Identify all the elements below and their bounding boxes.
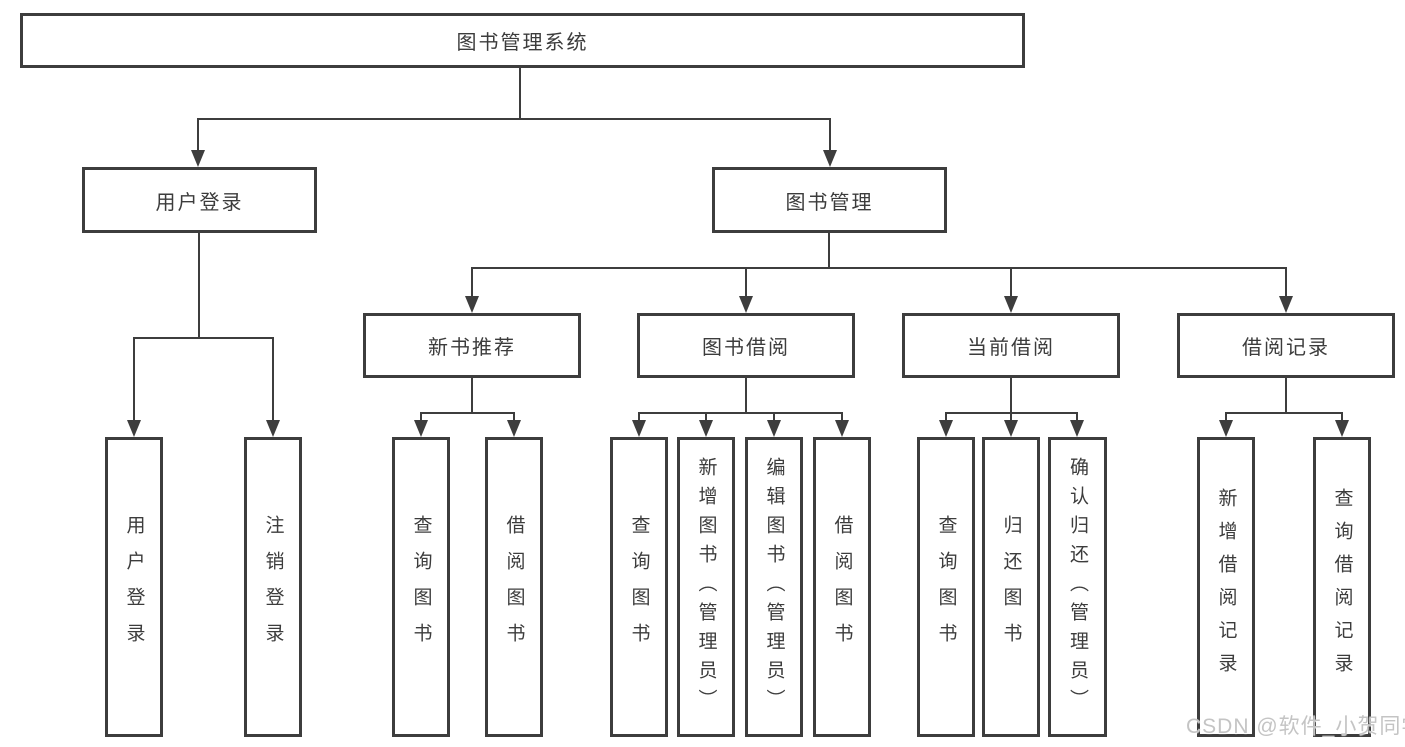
leaf-label: 编辑图书（管理员） — [763, 456, 785, 718]
connector-line — [773, 412, 775, 424]
node-book-management: 图书管理 — [712, 167, 947, 233]
connector-line — [1225, 412, 1343, 414]
leaf-label: 用户登录 — [123, 515, 145, 659]
arrowhead-down-icon — [1070, 420, 1084, 437]
arrowhead-down-icon — [1219, 420, 1233, 437]
leaf-label: 查询图书 — [935, 515, 957, 659]
connector-line — [1010, 412, 1012, 424]
node-new-book-recommendation: 新书推荐 — [363, 313, 581, 378]
leaf-edit-book-admin: 编辑图书（管理员） — [745, 437, 803, 737]
leaf-add-book-admin: 新增图书（管理员） — [677, 437, 735, 737]
arrowhead-down-icon — [835, 420, 849, 437]
connector-line — [705, 412, 707, 424]
connector-line — [1285, 378, 1287, 414]
node-user-login: 用户登录 — [82, 167, 317, 233]
connector-line — [745, 378, 747, 414]
arrowhead-down-icon — [1335, 420, 1349, 437]
arrowhead-down-icon — [507, 420, 521, 437]
connector-line — [1010, 267, 1012, 298]
leaf-confirm-return-admin: 确认归还（管理员） — [1048, 437, 1107, 737]
leaf-label: 查询借阅记录 — [1331, 488, 1353, 686]
leaf-query-books-current: 查询图书 — [917, 437, 975, 737]
arrowhead-down-icon — [1279, 296, 1293, 313]
connector-line — [638, 412, 843, 414]
leaf-label: 借阅图书 — [503, 515, 525, 659]
leaf-label: 归还图书 — [1000, 515, 1022, 659]
connector-line — [420, 412, 515, 414]
leaf-query-books-recommend: 查询图书 — [392, 437, 450, 737]
leaf-label: 确认归还（管理员） — [1067, 456, 1088, 718]
leaf-user-login: 用户登录 — [105, 437, 163, 737]
node-book-borrowing: 图书借阅 — [637, 313, 855, 378]
connector-line — [1285, 267, 1287, 298]
arrowhead-down-icon — [127, 420, 141, 437]
connector-line — [272, 337, 274, 422]
leaf-label: 新增图书（管理员） — [695, 456, 717, 718]
arrowhead-down-icon — [823, 150, 837, 167]
leaf-borrow-books-recommend: 借阅图书 — [485, 437, 543, 737]
node-borrowing-records: 借阅记录 — [1177, 313, 1395, 378]
node-label: 新书推荐 — [428, 337, 516, 359]
arrowhead-down-icon — [266, 420, 280, 437]
node-label: 图书管理系统 — [456, 32, 589, 54]
arrowhead-down-icon — [191, 150, 205, 167]
leaf-return-books: 归还图书 — [982, 437, 1040, 737]
arrowhead-down-icon — [1004, 296, 1018, 313]
leaf-label: 借阅图书 — [831, 515, 853, 659]
connector-line — [829, 118, 831, 152]
connector-line — [841, 412, 843, 424]
node-label: 用户登录 — [155, 191, 244, 214]
node-library-management-system: 图书管理系统 — [20, 13, 1025, 68]
connector-line — [471, 378, 473, 414]
node-label: 图书借阅 — [702, 337, 790, 359]
arrowhead-down-icon — [699, 420, 713, 437]
arrowhead-down-icon — [1004, 420, 1018, 437]
leaf-label: 查询图书 — [628, 515, 650, 659]
leaf-query-books-borrowing: 查询图书 — [610, 437, 668, 737]
connector-line — [638, 412, 640, 424]
csdn-watermark: CSDN @软件_小贺同学 — [1186, 715, 1405, 738]
leaf-add-borrow-record: 新增借阅记录 — [1197, 437, 1255, 737]
arrowhead-down-icon — [767, 420, 781, 437]
connector-line — [197, 118, 199, 152]
leaf-borrow-books-borrowing: 借阅图书 — [813, 437, 871, 737]
arrowhead-down-icon — [465, 296, 479, 313]
connector-line — [133, 337, 135, 422]
connector-line — [1341, 412, 1343, 424]
arrowhead-down-icon — [739, 296, 753, 313]
leaf-label: 新增借阅记录 — [1215, 488, 1237, 686]
arrowhead-down-icon — [414, 420, 428, 437]
leaf-label: 查询图书 — [410, 515, 432, 659]
arrowhead-down-icon — [939, 420, 953, 437]
leaf-logout: 注销登录 — [244, 437, 302, 737]
connector-line — [197, 118, 831, 120]
node-label: 借阅记录 — [1242, 337, 1330, 359]
connector-line — [945, 412, 947, 424]
leaf-query-borrow-record: 查询借阅记录 — [1313, 437, 1371, 737]
connector-line — [828, 233, 830, 269]
connector-line — [513, 412, 515, 424]
node-current-borrowing: 当前借阅 — [902, 313, 1120, 378]
arrowhead-down-icon — [632, 420, 646, 437]
connector-line — [420, 412, 422, 424]
connector-line — [519, 66, 521, 119]
connector-line — [133, 337, 274, 339]
connector-line — [1225, 412, 1227, 424]
connector-line — [471, 267, 473, 298]
leaf-label: 注销登录 — [262, 515, 284, 659]
node-label: 图书管理 — [785, 191, 874, 214]
connector-line — [745, 267, 747, 298]
connector-line — [471, 267, 1287, 269]
connector-line — [198, 233, 200, 339]
connector-line — [1076, 412, 1078, 424]
node-label: 当前借阅 — [967, 337, 1055, 359]
connector-line — [1010, 378, 1012, 414]
